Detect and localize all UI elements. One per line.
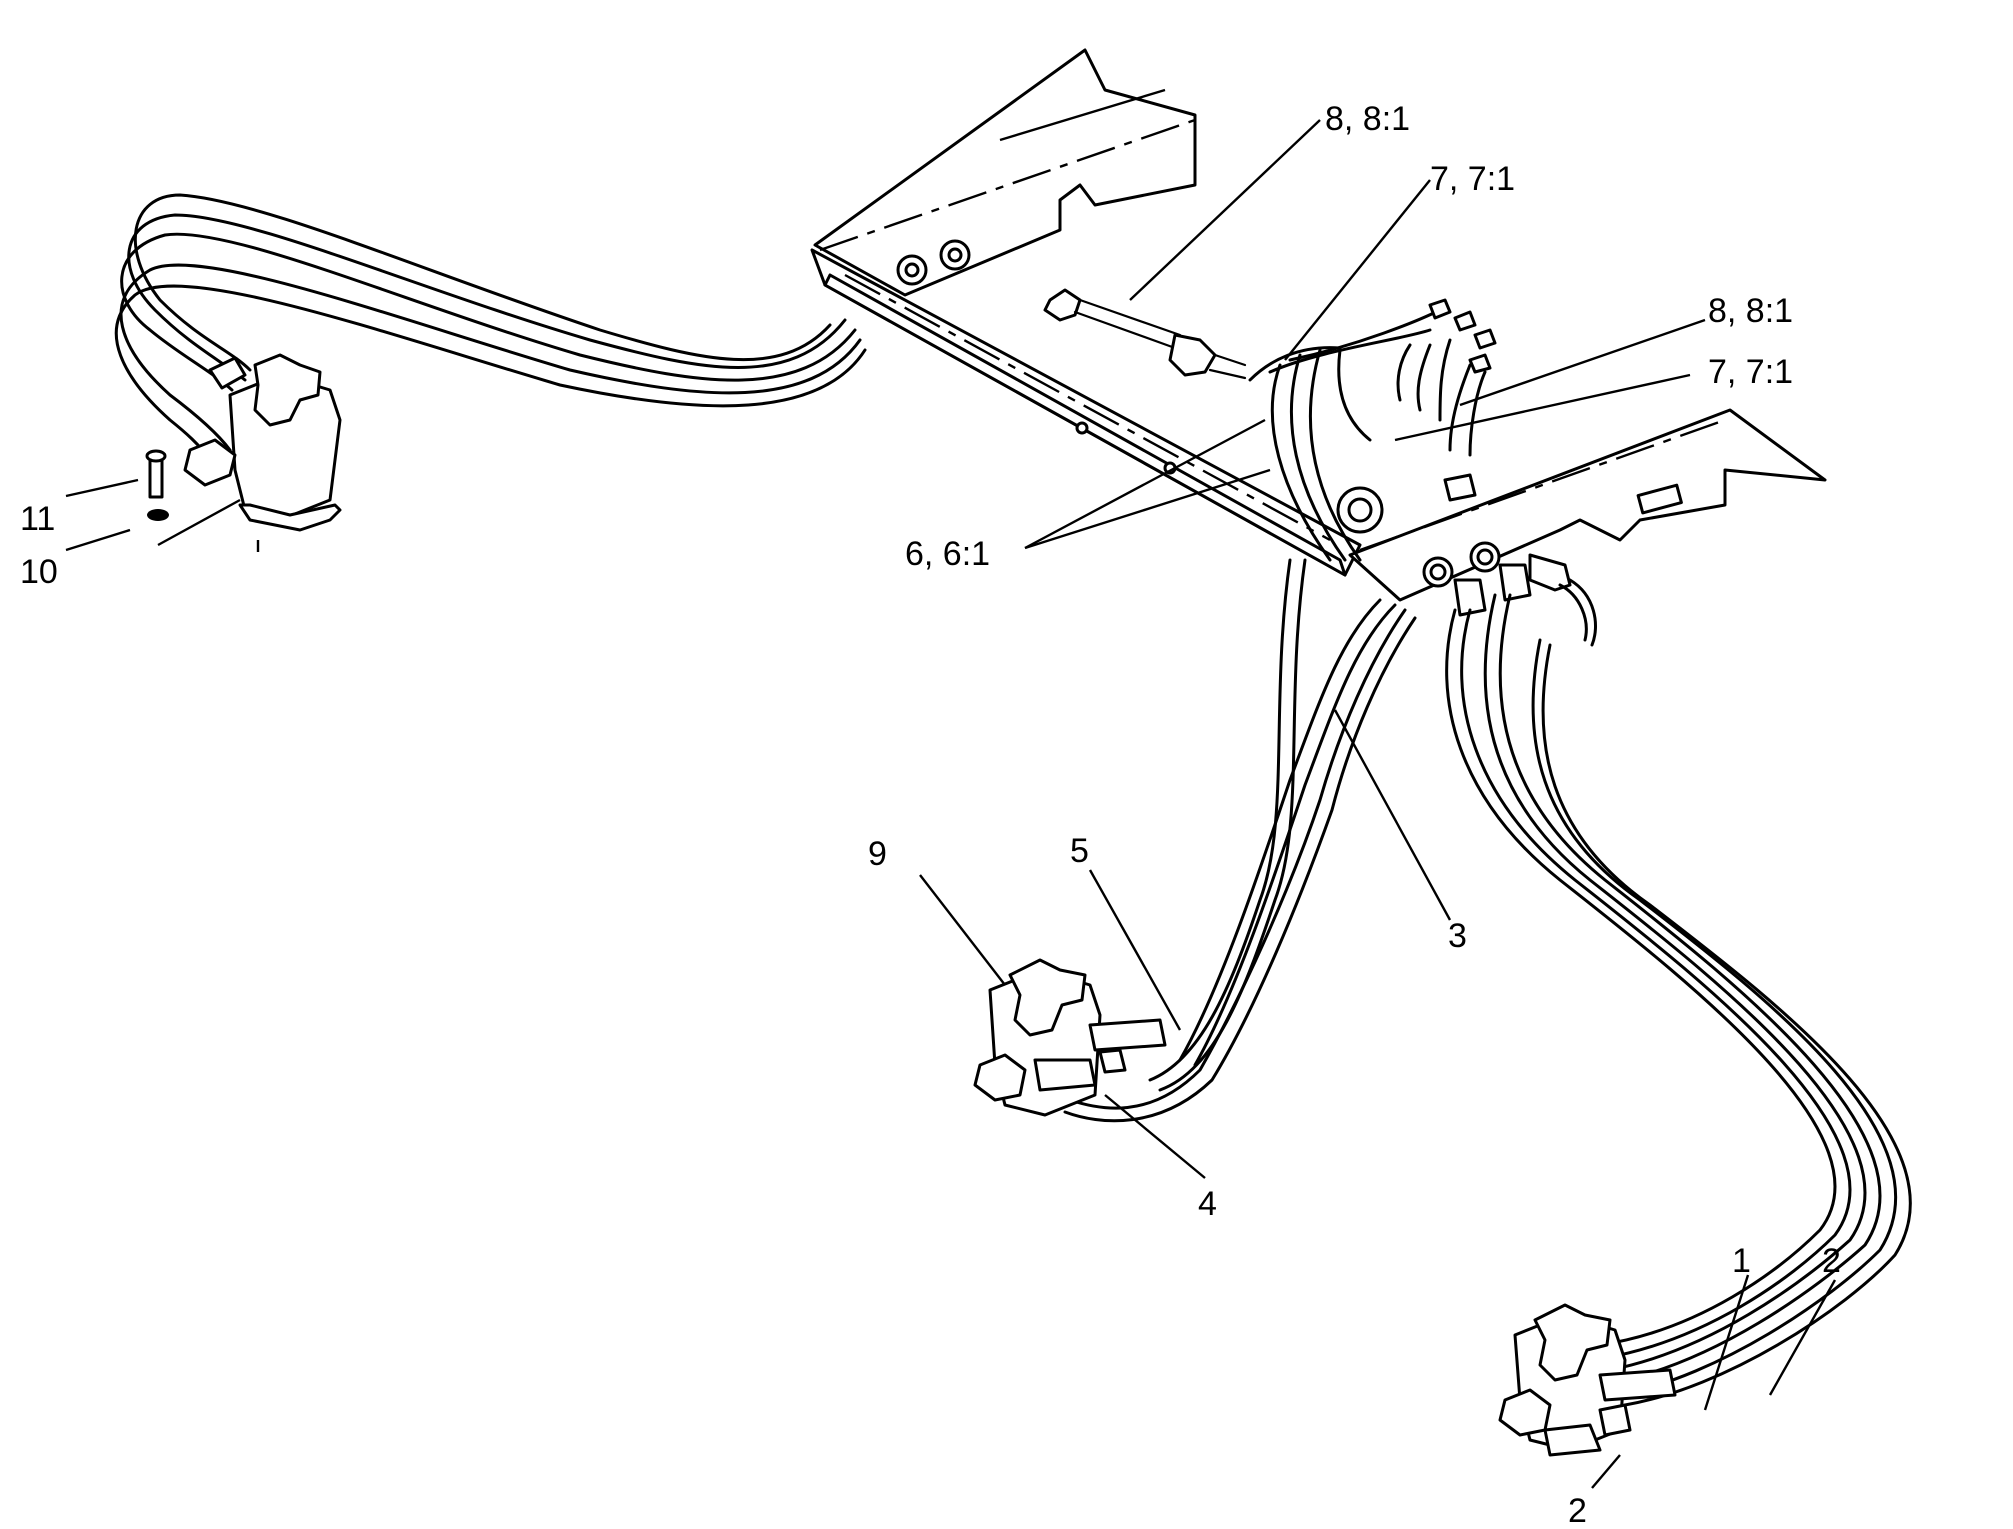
callout-8-top: 8, 8:1 xyxy=(1325,100,1410,138)
leader-lines xyxy=(65,119,1837,1489)
callout-7-right: 7, 7:1 xyxy=(1708,353,1793,391)
upper-frame-bracket xyxy=(813,48,1197,297)
left-hose-bundle xyxy=(114,193,867,462)
callout-2-upper: 2 xyxy=(1822,1242,1841,1280)
callout-8-right: 8, 8:1 xyxy=(1708,292,1793,330)
beam-end-fittings xyxy=(1422,541,1597,647)
callout-1: 1 xyxy=(1732,1242,1751,1280)
callout-5: 5 xyxy=(1070,832,1089,870)
motor-middle xyxy=(973,958,1167,1117)
motor-lower-right xyxy=(1498,1303,1677,1457)
callout-4: 4 xyxy=(1198,1185,1217,1223)
hoses-to-middle-motor xyxy=(1063,558,1417,1123)
callout-10: 10 xyxy=(20,553,58,591)
callout-9: 9 xyxy=(868,835,887,873)
callout-labels: 8, 8:1 7, 7:1 8, 8:1 7, 7:1 6, 6:1 3 5 9… xyxy=(20,100,1841,1529)
callout-3: 3 xyxy=(1448,917,1467,955)
bolt-and-washer xyxy=(145,449,241,547)
callout-2-lower: 2 xyxy=(1568,1492,1587,1529)
right-frame-bracket xyxy=(1336,408,1827,602)
motor-top-left xyxy=(183,353,342,552)
cross-beam xyxy=(810,248,1362,577)
hoses-to-lower-motor xyxy=(1445,593,1912,1407)
central-hose-bundle xyxy=(1248,298,1497,562)
upper-center-fittings xyxy=(1043,288,1247,380)
callout-7-top: 7, 7:1 xyxy=(1430,160,1515,198)
callout-11: 11 xyxy=(20,500,55,538)
callout-6: 6, 6:1 xyxy=(905,535,990,573)
